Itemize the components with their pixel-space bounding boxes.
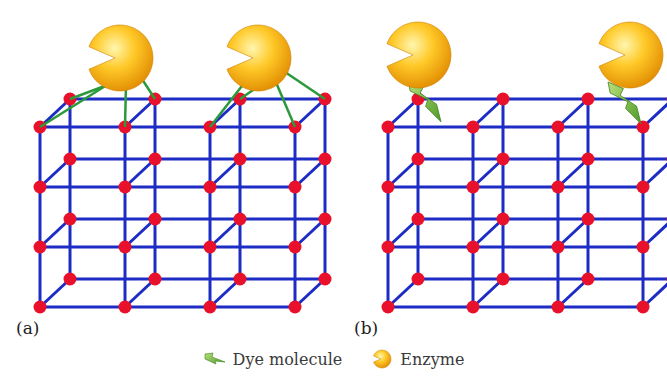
lattice-node [552, 181, 565, 194]
lattice-bond [70, 278, 325, 281]
binding-line [275, 80, 295, 127]
lattice-bond [209, 127, 212, 307]
binding-line [285, 72, 325, 99]
enzyme [387, 22, 451, 88]
lattice-node [582, 273, 595, 286]
lattice-bond [472, 127, 475, 307]
lattice-node [497, 153, 510, 166]
lattice-node [34, 241, 47, 254]
lattice-bond [418, 158, 667, 161]
lattice-node [289, 241, 302, 254]
lattice-node [119, 181, 132, 194]
lattice-node [119, 241, 132, 254]
lattice-bond [642, 127, 645, 307]
lattice-bond [70, 218, 325, 221]
lattice-node [582, 153, 595, 166]
lattice-bond [40, 186, 295, 189]
enzyme [599, 22, 663, 88]
lattice-bond [40, 126, 295, 129]
lattice-node [637, 181, 650, 194]
lattice-node [382, 241, 395, 254]
lattice-node [412, 273, 425, 286]
lattice-bond [418, 278, 667, 281]
lattice-node [637, 301, 650, 314]
lattice-node [204, 301, 217, 314]
lattice-bond [39, 127, 42, 307]
lattice-node [637, 241, 650, 254]
lattice-node [382, 121, 395, 134]
lattice-node [204, 181, 217, 194]
lattice-node [497, 93, 510, 106]
dye-molecule [608, 82, 641, 124]
enzyme-icon [370, 348, 394, 370]
lattice-bond [40, 306, 295, 309]
lattice-node [467, 181, 480, 194]
lattice-node [149, 273, 162, 286]
legend-entry: Dye molecule [203, 348, 343, 370]
legend: Dye molecule Enzyme [0, 348, 667, 370]
enzyme [89, 25, 153, 91]
binding-line [210, 82, 245, 127]
legend-text: Dye molecule [233, 350, 343, 369]
lattice-node [552, 301, 565, 314]
lattice-node [382, 301, 395, 314]
lattice-bond [388, 126, 643, 129]
enzyme [227, 25, 291, 91]
lattice-node [467, 241, 480, 254]
lattice-bond [70, 98, 325, 101]
lattice-node [412, 213, 425, 226]
lattice-node [64, 153, 77, 166]
lattice-node [412, 153, 425, 166]
lattice-node [119, 301, 132, 314]
lattice-b [382, 93, 667, 314]
lattice-node [234, 153, 247, 166]
lattice-node [382, 181, 395, 194]
lattice-node [467, 121, 480, 134]
lattice-node [64, 213, 77, 226]
lattice-node [552, 241, 565, 254]
lattice-node [204, 241, 217, 254]
lattice-node [319, 273, 332, 286]
lattice-node [34, 301, 47, 314]
lattice-node [289, 301, 302, 314]
dye-molecules [408, 80, 641, 124]
lattice-node [467, 301, 480, 314]
lattice-bond [387, 127, 390, 307]
lattice-bond [40, 246, 295, 249]
lattice-node [289, 181, 302, 194]
lattice-node [234, 273, 247, 286]
legend-entry: Enzyme [370, 348, 464, 370]
lattice-bond [557, 127, 560, 307]
lattice-bond [388, 186, 643, 189]
lattice-a [34, 93, 332, 314]
lattice-node [582, 93, 595, 106]
lattice-node [149, 213, 162, 226]
lattice-bond [418, 218, 667, 221]
lattice-bond [124, 127, 127, 307]
panel-label: (b) [354, 318, 378, 338]
lattice-node [64, 273, 77, 286]
lattice-node [34, 181, 47, 194]
enzymes [89, 22, 663, 91]
lattice-node [234, 213, 247, 226]
lattice-bond [388, 306, 643, 309]
lattice-node [582, 213, 595, 226]
lattice-node [319, 153, 332, 166]
lattice-bond [388, 246, 643, 249]
lattice-bond [418, 98, 667, 101]
lattice-node [497, 273, 510, 286]
lattice-bond [70, 158, 325, 161]
lattice-node [552, 121, 565, 134]
lattice-node [319, 213, 332, 226]
lattice-bond [324, 99, 327, 279]
lattice-node [497, 213, 510, 226]
lattice-bond [294, 127, 297, 307]
lattice-node [149, 153, 162, 166]
dye-icon [203, 348, 227, 370]
lattice-node [637, 121, 650, 134]
panel-label: (a) [16, 318, 39, 338]
legend-text: Enzyme [400, 350, 464, 369]
